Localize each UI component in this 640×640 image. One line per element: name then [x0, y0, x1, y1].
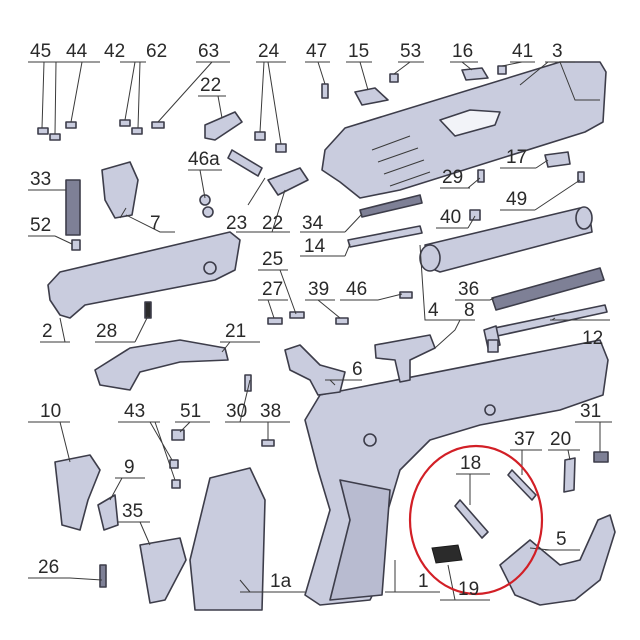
label-31: 31 — [580, 401, 601, 422]
label-41: 41 — [512, 41, 533, 62]
part-2-housing — [47, 231, 241, 319]
label-40: 40 — [440, 207, 461, 228]
part-34-spring — [359, 194, 423, 218]
label-51: 51 — [180, 401, 201, 422]
part-22-extractor — [204, 111, 309, 196]
label-28: 28 — [96, 321, 117, 342]
part-9-clip — [97, 494, 119, 531]
part-33-spring — [65, 179, 81, 236]
label-17: 17 — [506, 147, 527, 168]
label-9: 9 — [124, 457, 135, 478]
part-10-plate — [54, 454, 101, 531]
label-26: 26 — [38, 557, 59, 578]
label-1: 1 — [418, 571, 429, 592]
label-30: 30 — [226, 401, 247, 422]
label-53: 53 — [400, 41, 421, 62]
part-6-hammer — [284, 344, 346, 396]
label-14: 14 — [304, 236, 326, 257]
part-8-lever — [374, 334, 436, 383]
label-36: 36 — [458, 279, 479, 300]
part-37-pin — [507, 469, 537, 501]
highlight-circle — [408, 444, 544, 596]
label-23: 23 — [226, 213, 247, 234]
label-39: 39 — [308, 279, 329, 300]
label-18: 18 — [460, 453, 481, 474]
part-1-frame — [304, 339, 609, 606]
label-16: 16 — [452, 41, 473, 62]
label-45: 45 — [30, 41, 51, 62]
part-16-sight — [461, 67, 489, 81]
label-2: 2 — [42, 321, 53, 342]
label-52: 52 — [30, 215, 51, 236]
part-3-slide — [321, 61, 607, 199]
label-38: 38 — [260, 401, 281, 422]
label-62: 62 — [146, 41, 167, 62]
part-21-trigger-bar — [94, 339, 229, 391]
label-63: 63 — [198, 41, 219, 62]
part-5-magazine-catch — [499, 514, 616, 606]
label-42: 42 — [104, 41, 125, 62]
part-23-plunger — [227, 149, 263, 177]
label-43: 43 — [124, 401, 145, 422]
part-15-sight — [354, 87, 389, 106]
label-24: 24 — [258, 41, 280, 62]
part-19-button — [431, 544, 463, 564]
part-18-pin — [454, 499, 489, 539]
label-7: 7 — [150, 213, 161, 234]
label-25: 25 — [262, 249, 283, 270]
label-29: 29 — [442, 167, 463, 188]
label-12: 12 — [582, 328, 603, 349]
label-4: 4 — [428, 300, 439, 321]
label-44: 44 — [66, 41, 88, 62]
label-34: 34 — [302, 213, 324, 234]
label-46: 46 — [346, 279, 367, 300]
part-20-latch — [563, 457, 576, 493]
part-17-block — [544, 151, 571, 168]
label-6: 6 — [352, 359, 363, 380]
label-3: 3 — [552, 41, 563, 62]
label-27: 27 — [262, 279, 283, 300]
label-49: 49 — [506, 189, 527, 210]
label-22-mid: 22 — [262, 213, 283, 234]
label-22-top: 22 — [200, 75, 221, 96]
part-labels: 45 44 42 62 63 24 47 15 53 16 41 3 22 33… — [30, 41, 603, 600]
label-20: 20 — [550, 429, 571, 450]
label-8: 8 — [464, 300, 475, 321]
label-33: 33 — [30, 169, 51, 190]
part-4-barrel — [419, 206, 593, 273]
label-1a: 1a — [270, 571, 292, 592]
label-19: 19 — [458, 579, 479, 600]
part-14-pin — [347, 225, 423, 248]
label-21: 21 — [225, 321, 246, 342]
leader-lines — [28, 61, 612, 601]
part-7-sear — [101, 161, 139, 219]
part-1a-grip-panel — [189, 467, 266, 611]
label-47: 47 — [306, 41, 327, 62]
label-15: 15 — [348, 41, 369, 62]
part-36-recoil-spring — [491, 267, 605, 311]
label-10: 10 — [40, 401, 61, 422]
label-5: 5 — [556, 529, 567, 550]
label-37: 37 — [514, 429, 535, 450]
part-35-plate — [139, 537, 187, 604]
small-pins — [37, 65, 609, 588]
label-35: 35 — [122, 501, 143, 522]
label-46a: 46a — [188, 149, 220, 170]
